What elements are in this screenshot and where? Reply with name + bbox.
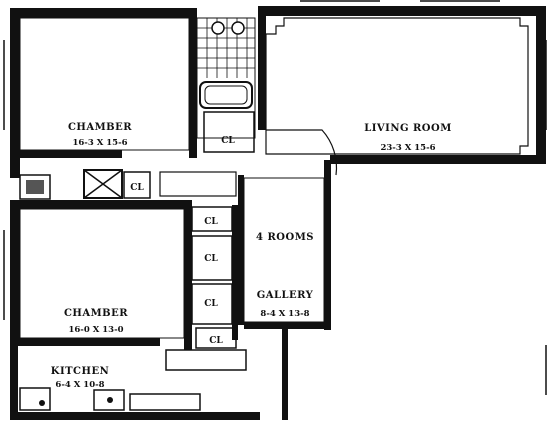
closet-upper	[203, 111, 255, 153]
closet-label: CL	[221, 136, 235, 146]
closet-stack	[191, 206, 237, 349]
windows	[3, 0, 547, 395]
door-swing-icon	[266, 129, 338, 176]
closet-label: CL	[204, 299, 218, 309]
living-room-dims: 23-3 X 15-6	[380, 143, 435, 153]
closet-label: CL	[204, 254, 218, 264]
chamber-lower-room	[19, 208, 185, 339]
rooms-note: 4 ROOMS	[256, 232, 314, 243]
chamber-upper-room	[19, 17, 190, 151]
elevator-icon	[83, 169, 123, 199]
closet-label: CL	[204, 217, 218, 227]
kitchen-dims: 6-4 X 10-8	[55, 380, 104, 390]
chamber-upper-name: CHAMBER	[68, 122, 132, 133]
walls	[10, 6, 546, 420]
gallery-name: GALLERY	[257, 290, 314, 301]
closet-label: CL	[209, 336, 223, 346]
chamber-upper-dims: 16-3 X 15-6	[72, 138, 127, 148]
chamber-lower-name: CHAMBER	[64, 308, 128, 319]
closet-label: CL	[130, 183, 144, 193]
bathroom	[196, 17, 256, 139]
living-room-name: LIVING ROOM	[364, 123, 452, 134]
hall-fixtures	[19, 169, 237, 200]
kitchen-fixtures	[19, 349, 247, 411]
bathtub-icon	[199, 81, 253, 109]
gallery-dims: 8-4 X 13-8	[260, 309, 309, 319]
living-room	[265, 17, 529, 155]
kitchen-name: KITCHEN	[51, 366, 109, 377]
gallery-room	[243, 177, 325, 323]
chamber-lower-dims: 16-0 X 13-0	[68, 325, 123, 335]
